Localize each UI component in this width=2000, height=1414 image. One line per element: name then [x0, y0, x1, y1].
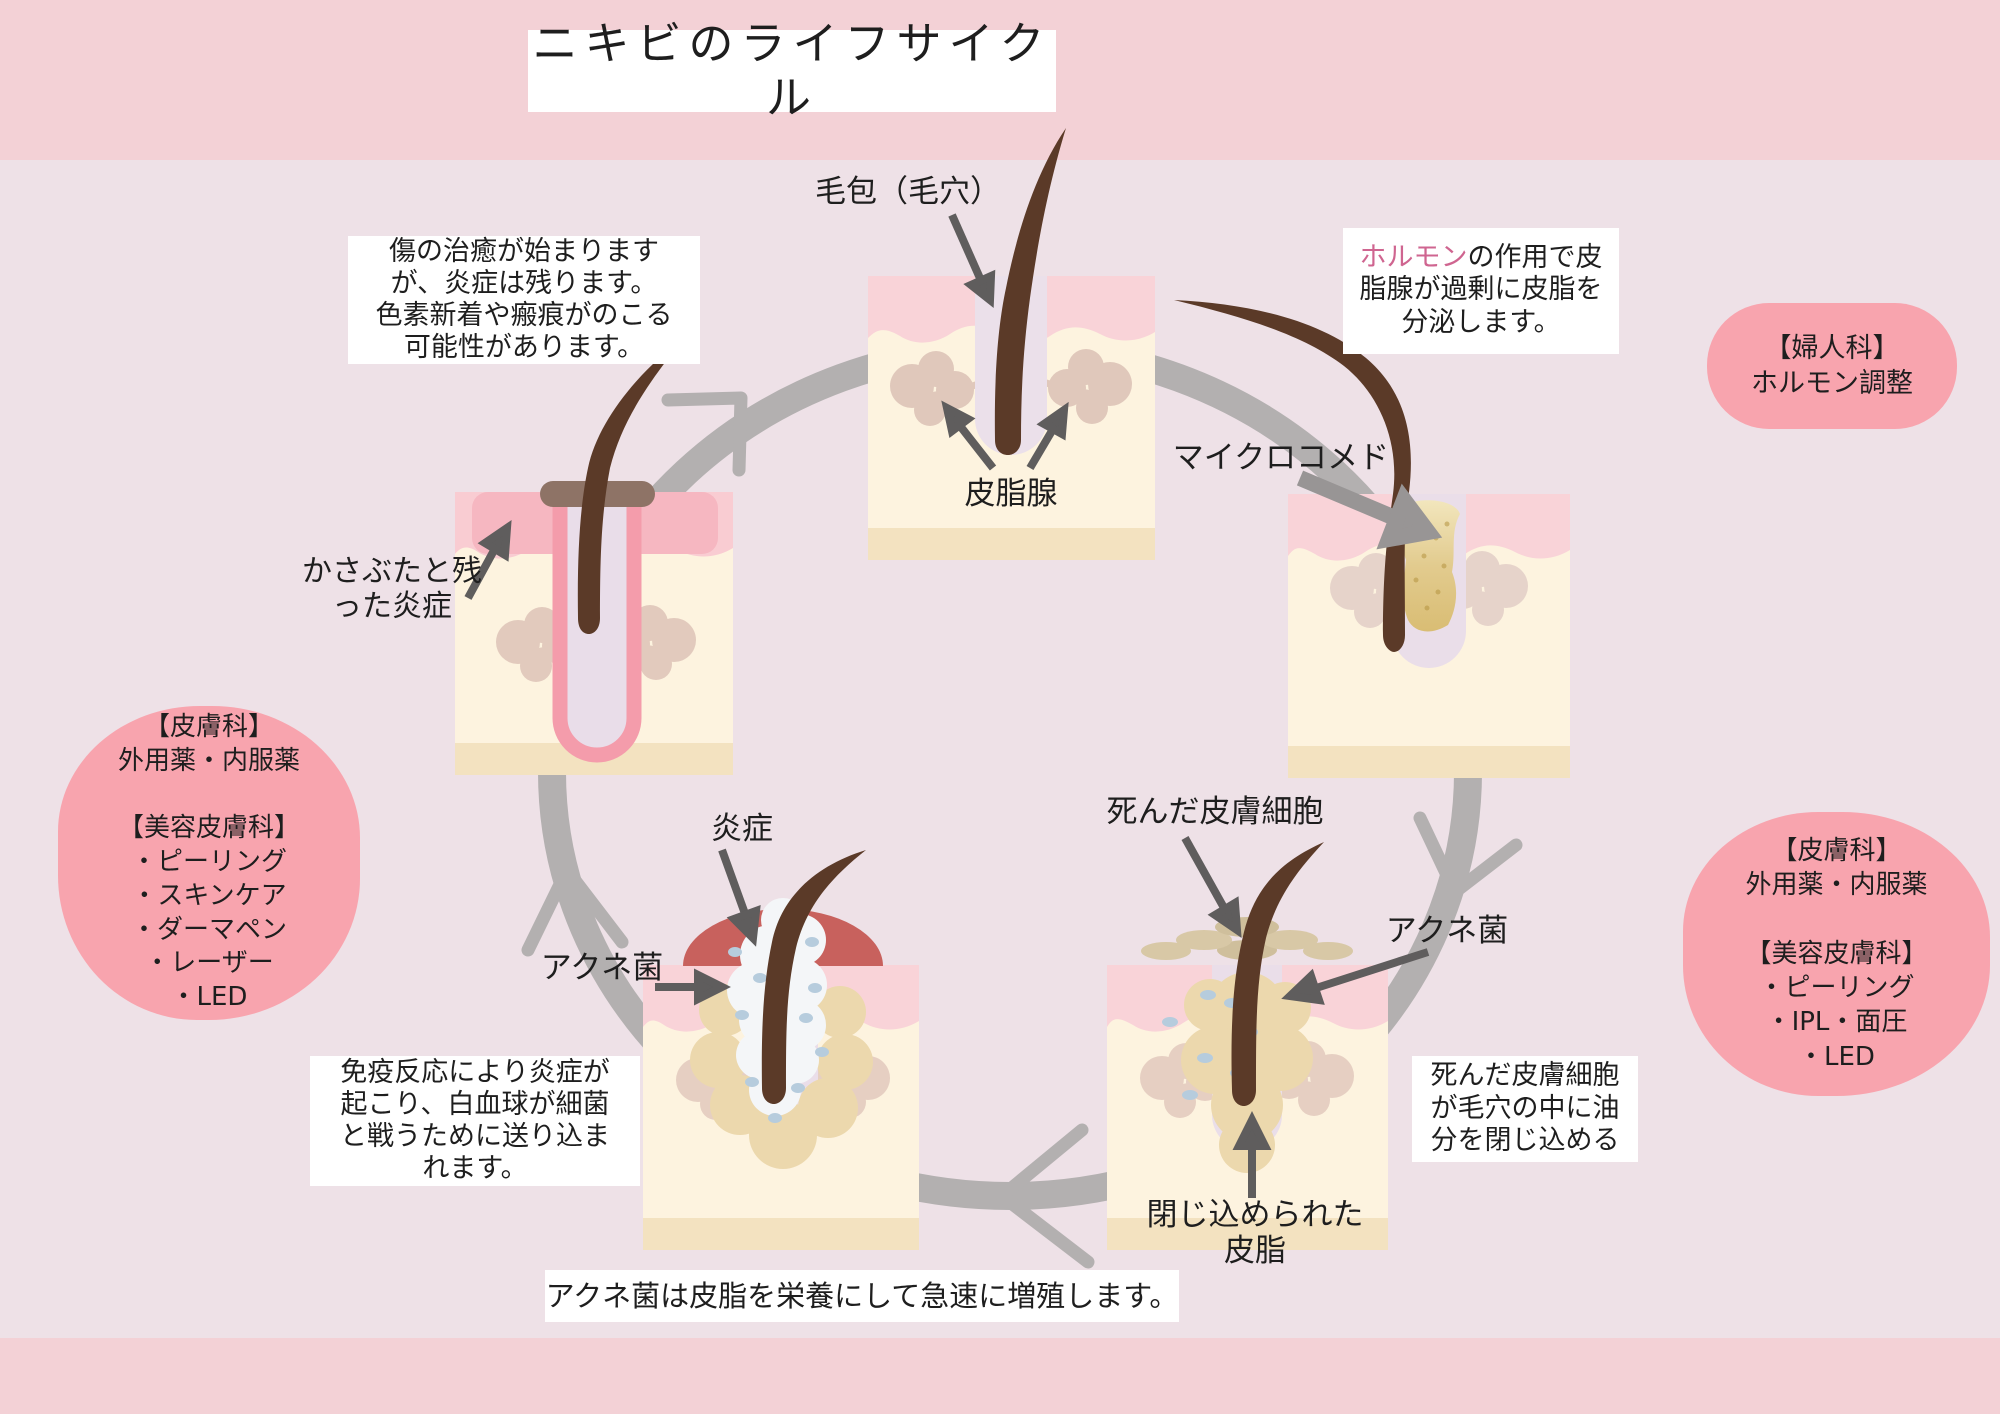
note-dead-cells: 死んだ皮膚細胞 が毛穴の中に油 分を閉じ込める — [1412, 1056, 1638, 1162]
stage-inflammation — [643, 850, 919, 1250]
ring-arrow-bottom — [995, 1123, 1095, 1269]
stage-microcomedo — [1174, 300, 1570, 778]
annotation-arrows — [464, 213, 1430, 1198]
follicle-arrow — [948, 213, 996, 308]
trapped-sebum-arrow — [1232, 1111, 1272, 1198]
inflammation-arrow — [718, 848, 761, 947]
microcomedo-arrow — [1296, 470, 1443, 550]
label-microcomedo: マイクロコメド — [1172, 440, 1390, 476]
hormone-highlight-text: ホルモン — [1359, 242, 1468, 273]
hair-shaft — [577, 336, 686, 634]
note-hormone: ホルモンの作用で皮脂腺が過剰に皮脂を分泌します。 — [1343, 228, 1619, 354]
label-inflammation: 炎症 — [711, 811, 773, 847]
ring-arrow-top-left — [661, 391, 748, 477]
treatment-dermatology-left-bubble: 【皮膚科】 外用薬・内服薬 【美容皮膚科】 ・ピーリング ・スキンケア ・ダーマ… — [58, 706, 360, 1020]
label-scab-inflammation: かさぶたと残 った炎症 — [302, 554, 482, 624]
deadcells-arrow — [1181, 836, 1242, 938]
hair-shaft — [1174, 300, 1411, 652]
treatment-gynecology-bubble: 【婦人科】 ホルモン調整 — [1707, 303, 1957, 429]
hair-shaft — [994, 128, 1066, 455]
label-trapped-sebum: 閉じ込められた 皮脂 — [1146, 1197, 1364, 1269]
label-acne-bacteria-right: アクネ菌 — [1385, 913, 1509, 949]
ring-arrow-left — [521, 863, 629, 957]
stage-normal-follicle — [868, 128, 1155, 560]
acne-right-arrow — [1281, 948, 1430, 1005]
scab-arrow — [464, 520, 512, 600]
label-follicle: 毛包（毛穴） — [815, 174, 1001, 210]
label-acne-bacteria-left: アクネ菌 — [540, 950, 664, 986]
label-dead-skin-cells: 死んだ皮膚細胞 — [1106, 794, 1324, 830]
ring-arrow-right — [1413, 811, 1523, 899]
sebaceous-arrow-left — [941, 400, 997, 471]
page-title: ニキビのライフサイクル — [528, 17, 1056, 124]
acne-left-arrow — [655, 968, 731, 1006]
sebaceous-arrow-right — [1026, 401, 1069, 471]
hair-shaft — [761, 850, 866, 1104]
bottom-banner — [0, 1338, 2000, 1414]
hair-shaft — [1231, 842, 1324, 1106]
note-healing: 傷の治癒が始まります が、炎症は残ります。 色素新着や瘢痕がのこる 可能性があり… — [348, 236, 700, 364]
stage-trapped-sebum — [1107, 842, 1388, 1250]
label-sebaceous-gland: 皮脂腺 — [964, 476, 1058, 512]
hormone-rest-text: の作用で皮脂腺が過剰に皮脂を分泌します。 — [1359, 242, 1603, 338]
note-immune-response: 免疫反応により炎症が 起こり、白血球が細菌 と戦うために送り込ま れます。 — [310, 1056, 640, 1186]
treatment-dermatology-right-bubble: 【皮膚科】 外用薬・内服薬 【美容皮膚科】 ・ピーリング ・IPL・面圧 ・LE… — [1683, 812, 1990, 1096]
note-bacteria-growth: アクネ菌は皮脂を栄養にして急速に増殖します。 — [545, 1270, 1179, 1322]
